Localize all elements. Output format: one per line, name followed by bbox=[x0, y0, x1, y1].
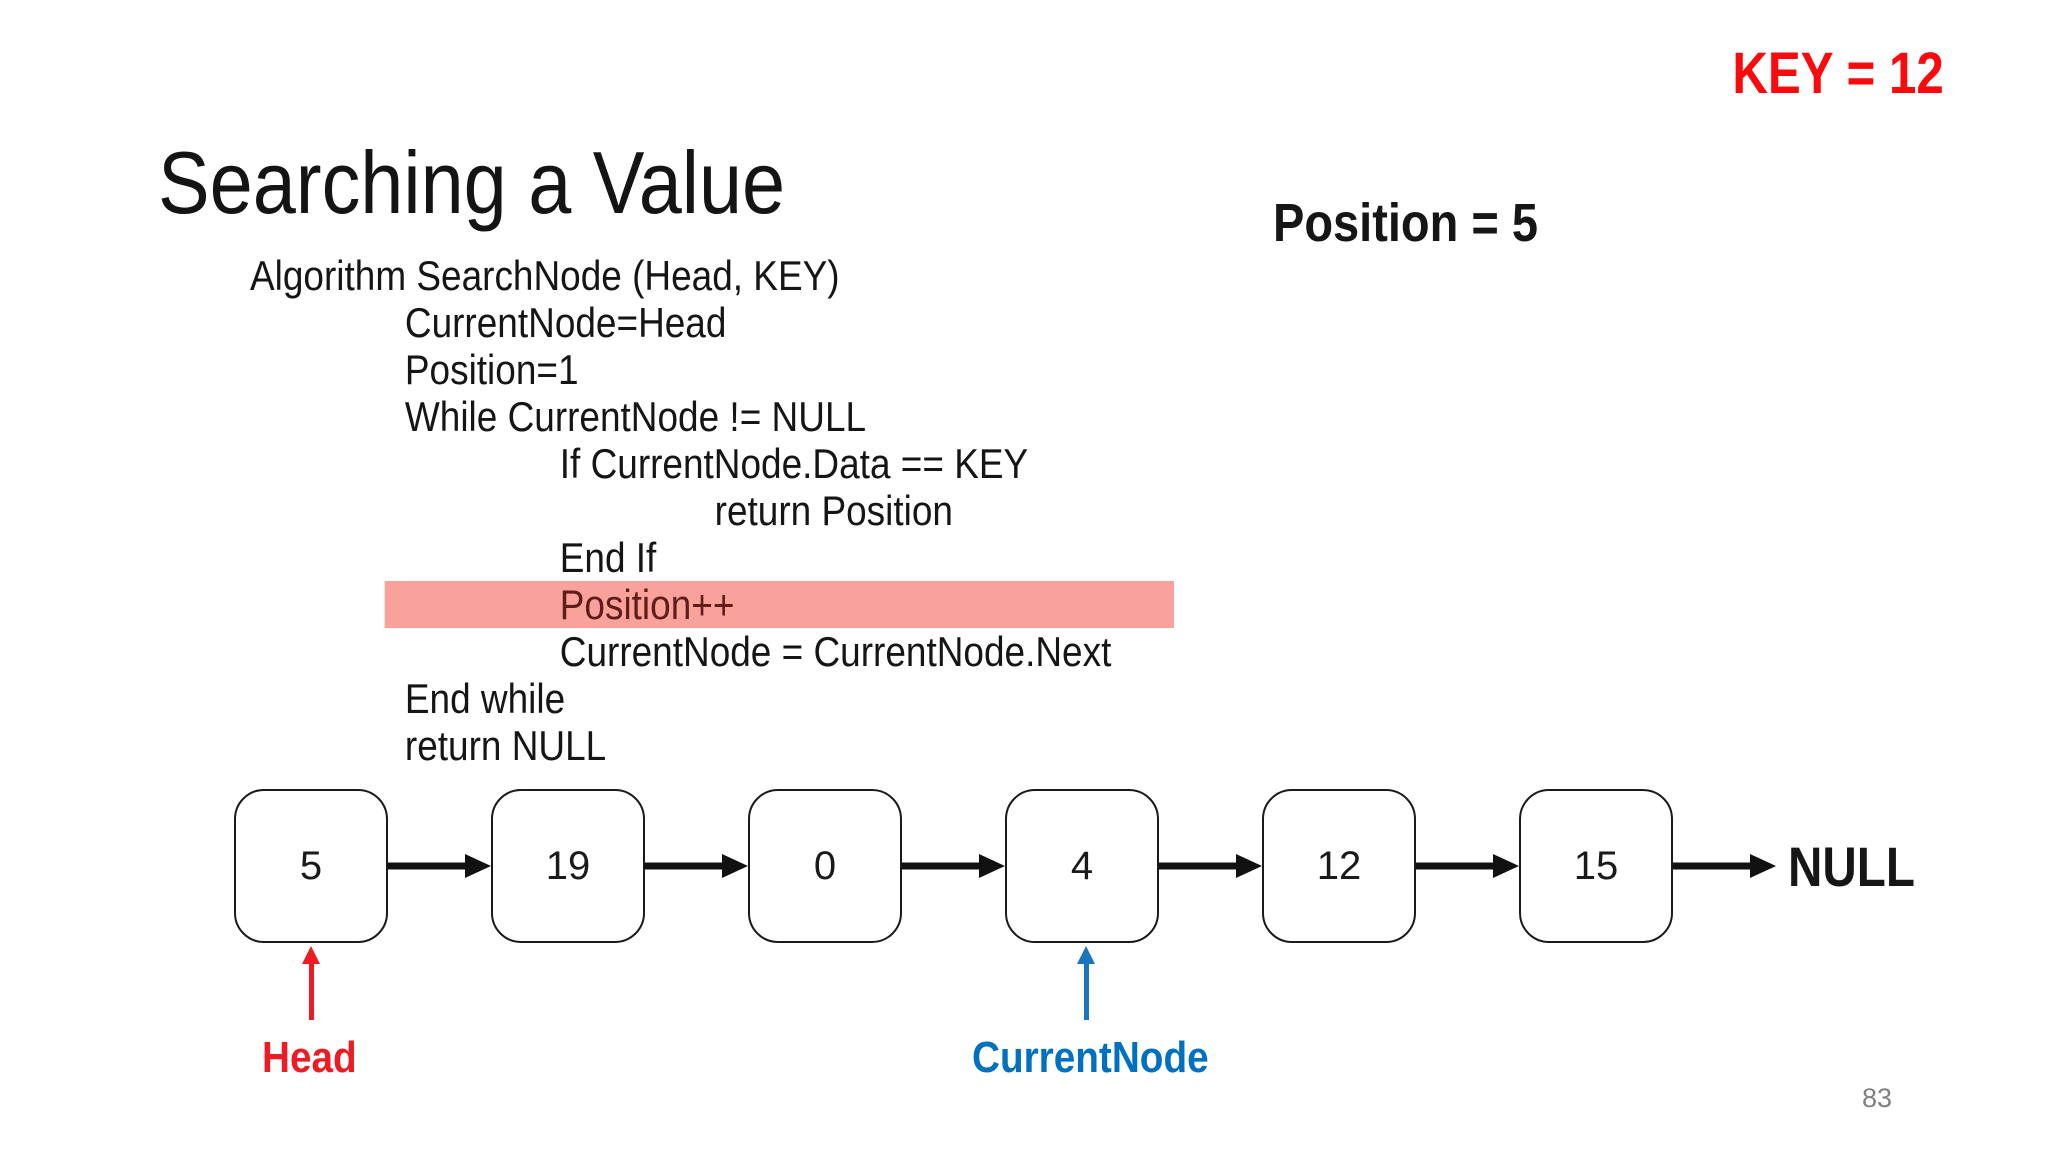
highlight-bar bbox=[384, 581, 1174, 628]
list-node: 0 bbox=[748, 789, 902, 943]
next-pointer-arrow-icon bbox=[645, 854, 748, 878]
head-pointer-label: Head bbox=[262, 1033, 357, 1082]
next-pointer-arrow-icon bbox=[1159, 854, 1262, 878]
list-node: 15 bbox=[1519, 789, 1673, 943]
arrow-shaft bbox=[1083, 964, 1089, 1020]
page-title: Searching a Value bbox=[158, 133, 786, 232]
next-pointer-arrow-icon bbox=[388, 854, 491, 878]
linked-list-diagram: 5 19 0 4 12 15 NULL bbox=[234, 789, 1937, 943]
current-node-pointer-arrow-icon bbox=[1077, 946, 1095, 1020]
next-pointer-arrow-icon bbox=[1416, 854, 1519, 878]
code-line: Position=1 bbox=[404, 346, 579, 393]
code-line: While CurrentNode != NULL bbox=[404, 393, 867, 440]
next-pointer-arrow-icon bbox=[1673, 854, 1776, 878]
list-node: 12 bbox=[1262, 789, 1416, 943]
code-line-highlighted: Position++ bbox=[559, 581, 735, 628]
code-line: If CurrentNode.Data == KEY bbox=[559, 440, 1029, 487]
position-value-label: Position = 5 bbox=[1273, 193, 1538, 253]
head-pointer-arrow-icon bbox=[302, 946, 320, 1020]
key-value-label: KEY = 12 bbox=[1732, 41, 1944, 106]
current-node-pointer-label: CurrentNode bbox=[972, 1033, 1209, 1082]
code-line: return Position bbox=[714, 487, 953, 534]
page-number: 83 bbox=[1862, 1083, 1893, 1113]
code-line: End while bbox=[404, 675, 566, 722]
null-terminator-label: NULL bbox=[1788, 834, 1915, 898]
code-line: Algorithm SearchNode (Head, KEY) bbox=[250, 252, 840, 299]
code-line: CurrentNode=Head bbox=[404, 299, 727, 346]
arrowhead bbox=[302, 946, 320, 964]
list-node: 5 bbox=[234, 789, 388, 943]
list-node-current: 4 bbox=[1005, 789, 1159, 943]
code-line: return NULL bbox=[404, 722, 607, 769]
list-node: 19 bbox=[491, 789, 645, 943]
code-line: CurrentNode = CurrentNode.Next bbox=[559, 628, 1112, 675]
next-pointer-arrow-icon bbox=[902, 854, 1005, 878]
code-line: End If bbox=[559, 534, 657, 581]
arrow-shaft bbox=[308, 964, 314, 1020]
arrowhead bbox=[1077, 946, 1095, 964]
algorithm-pseudocode: Algorithm SearchNode (Head, KEY) Current… bbox=[250, 252, 1174, 769]
